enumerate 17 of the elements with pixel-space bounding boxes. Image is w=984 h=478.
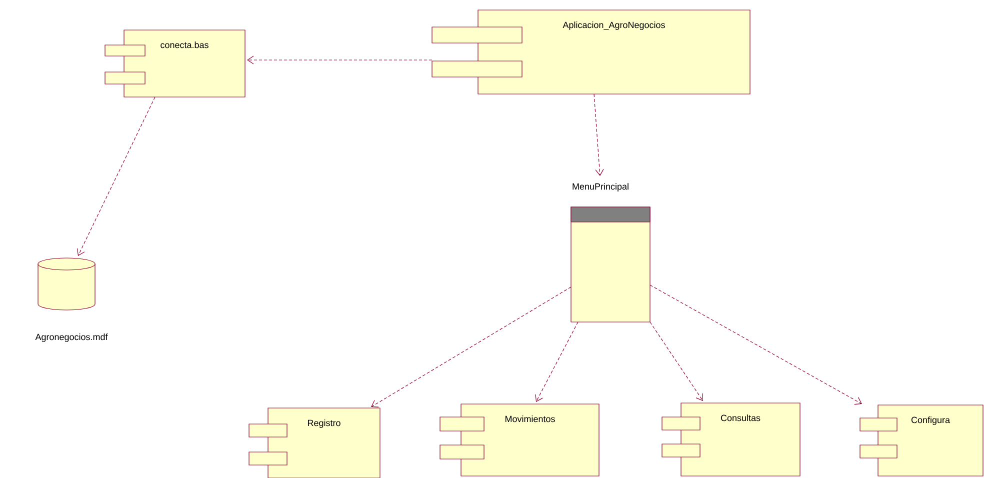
component-box: Aplicacion_AgroNegocios [432,10,750,94]
node-label: MenuPrincipal [572,183,628,192]
component-box: Movimientos [440,404,600,476]
dependency-arrow [247,56,432,64]
database-cylinder: Agronegocios.mdf [35,258,108,342]
dependency-arrow [650,284,862,405]
dependency-arrow [535,322,578,402]
node-label: Agronegocios.mdf [35,334,108,342]
dependency-arrow [594,94,604,176]
dependency-arrow [76,96,156,256]
component-box: Configura [860,404,984,476]
component-box: Consultas [662,402,800,476]
dependency-arrow [650,322,703,401]
menu-component: MenuPrincipal [570,183,650,322]
component-box: conecta.bas [104,30,246,98]
component-box: Registro [248,408,380,478]
dependency-arrow [371,286,572,408]
